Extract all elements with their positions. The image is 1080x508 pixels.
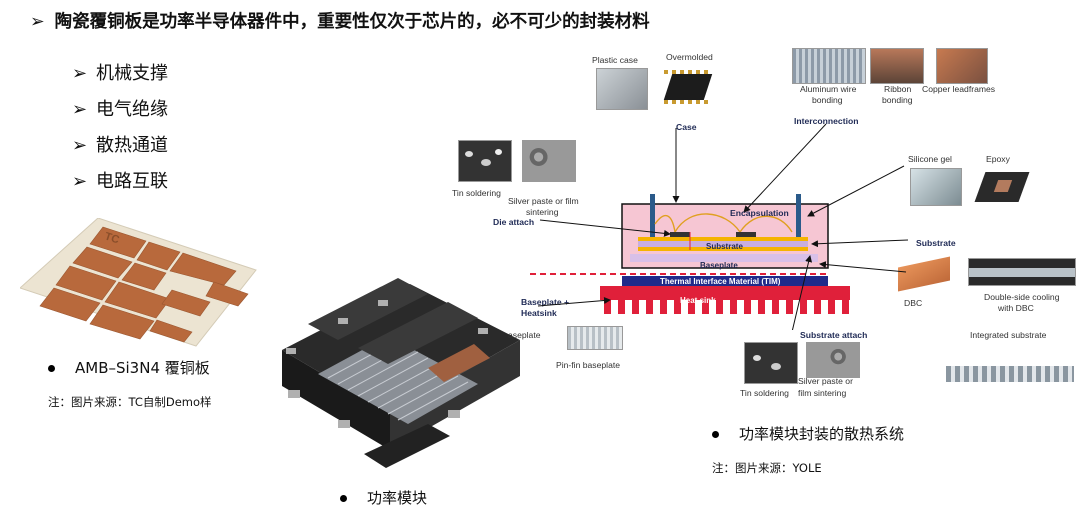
label-encapsulation: Encapsulation — [730, 208, 789, 218]
label-tin-soldering-bottom: Tin soldering — [740, 388, 789, 398]
label-tin-soldering-top: Tin soldering — [452, 188, 501, 198]
tin-soldering-micrograph-top — [458, 140, 512, 182]
label-die-attach: Die attach — [493, 217, 535, 227]
label-aluminum-bonding: bonding — [812, 95, 843, 105]
label-silver-paste-bottom-1: Silver paste or — [798, 376, 853, 386]
diagram-caption-text: 功率模块封装的散热系统 — [739, 425, 905, 443]
pin-fin-baseplate-photo — [567, 326, 623, 350]
diagram-caption: 功率模块封装的散热系统 — [712, 423, 904, 444]
module-caption: 功率模块 — [340, 487, 427, 508]
function-label: 散热通道 — [96, 135, 168, 156]
label-substrate-right: Substrate — [916, 238, 956, 248]
epoxy-photo — [972, 164, 1034, 210]
tin-soldering-micrograph-bottom — [744, 342, 798, 384]
ribbon-photo — [870, 48, 924, 84]
label-pinfin-baseplate: Pin-fin baseplate — [556, 360, 621, 370]
tc-logo-text: TC — [103, 230, 121, 246]
silver-paste-micrograph-top — [522, 140, 576, 182]
list-item: ➢ 电气绝缘 — [72, 92, 168, 128]
label-heatsink-inner: Heat sink — [680, 296, 716, 305]
label-double-side-2: with DBC — [998, 303, 1034, 313]
arrow-bullet-icon: ➢ — [72, 171, 88, 192]
function-list: ➢ 机械支撑 ➢ 电气绝缘 ➢ 散热通道 ➢ 电路互联 — [72, 56, 168, 200]
label-integrated-substrate: Integrated substrate — [970, 330, 1047, 340]
amb-caption-text: AMB–Si3N4 覆铜板 — [75, 359, 210, 377]
bullet-dot-icon — [340, 495, 347, 502]
power-module-image — [282, 278, 520, 468]
label-plastic-case: Plastic case — [592, 55, 638, 65]
label-silver-paste-top-1: Silver paste or film — [508, 196, 579, 206]
label-overmolded: Overmolded — [666, 52, 713, 62]
function-label: 电路互联 — [96, 171, 168, 192]
arrow-bullet-icon: ➢ — [72, 99, 88, 120]
integrated-substrate-photo — [946, 344, 1074, 382]
label-silver-paste-top-2: sintering — [526, 207, 559, 217]
arrow-bullet-icon: ➢ — [72, 63, 88, 84]
label-substrate-attach: Substrate attach — [800, 330, 868, 340]
label-silicone-gel: Silicone gel — [908, 154, 952, 164]
page-title: ➢ 陶瓷覆铜板是功率半导体器件中，重要性仅次于芯片的，必不可少的封装材料 — [30, 8, 650, 33]
amb-source-note: 注：图片来源：TC自制Demo样 — [48, 395, 212, 409]
label-silver-paste-bottom-2: film sintering — [798, 388, 847, 398]
label-ribbon: Ribbon — [884, 84, 912, 94]
function-label: 电气绝缘 — [96, 99, 168, 120]
label-ribbon-bonding: bonding — [882, 95, 913, 105]
label-copper-leadframes: Copper leadframes — [922, 84, 996, 94]
aluminum-wire-photo — [792, 48, 866, 84]
silicone-gel-photo — [910, 168, 962, 206]
label-double-side-1: Double-side cooling — [984, 292, 1060, 302]
title-arrow-icon: ➢ — [30, 12, 45, 32]
amb-substrate-image: TC — [20, 218, 257, 347]
label-dbc: DBC — [904, 298, 923, 308]
label-baseplate-heatsink-1: Baseplate + — [521, 297, 570, 307]
bullet-dot-icon — [48, 365, 55, 372]
label-case: Case — [676, 122, 697, 132]
label-baseplate-inner: Baseplate — [700, 261, 738, 270]
list-item: ➢ 散热通道 — [72, 128, 168, 164]
label-baseplate-left: aseplate — [508, 330, 541, 340]
arrow-bullet-icon: ➢ — [72, 135, 88, 156]
overmolded-photo — [662, 68, 714, 106]
list-item: ➢ 电路互联 — [72, 164, 168, 200]
plastic-case-photo — [596, 68, 648, 110]
label-baseplate-heatsink-2: Heatsink — [521, 308, 557, 318]
bullet-dot-icon — [712, 431, 719, 438]
amb-caption: AMB–Si3N4 覆铜板 — [48, 357, 210, 378]
double-side-cooling-photo — [968, 258, 1076, 286]
module-caption-text: 功率模块 — [367, 489, 428, 507]
copper-leadframe-photo — [936, 48, 988, 84]
label-substrate-inner: Substrate — [706, 242, 743, 251]
diagram-source-note: 注：图片来源：YOLE — [712, 461, 822, 475]
label-tim: Thermal Interface Material (TIM) — [660, 277, 781, 286]
label-epoxy: Epoxy — [986, 154, 1010, 164]
function-label: 机械支撑 — [96, 63, 168, 84]
list-item: ➢ 机械支撑 — [72, 56, 168, 92]
label-interconnection: Interconnection — [794, 116, 859, 126]
silver-paste-micrograph-bottom — [806, 342, 860, 378]
label-aluminum-wire: Aluminum wire — [800, 84, 857, 94]
package-cross-section — [530, 123, 909, 330]
title-text: 陶瓷覆铜板是功率半导体器件中，重要性仅次于芯片的，必不可少的封装材料 — [54, 12, 650, 32]
